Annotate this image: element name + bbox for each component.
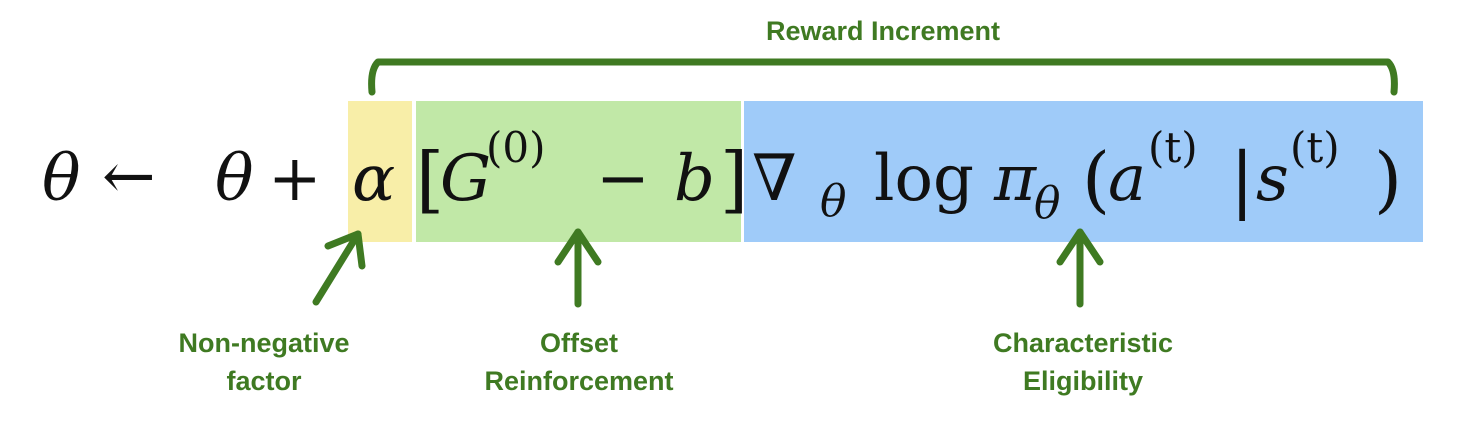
- paren-open: (: [1082, 137, 1110, 221]
- offset-highlight-box: [416, 101, 741, 242]
- eligibility-arrow: [1056, 228, 1104, 308]
- pi-symbol: π: [993, 142, 1037, 216]
- alpha-symbol: α: [352, 142, 395, 216]
- reward-increment-label: Reward Increment: [766, 16, 1000, 46]
- plus-sign: +: [268, 142, 322, 216]
- a-symbol: a: [1108, 142, 1146, 216]
- offset-arrow: [554, 228, 602, 308]
- bracket-close: ]: [720, 137, 748, 221]
- update-arrow: ←: [102, 140, 156, 214]
- nabla-subscript: θ: [820, 176, 847, 227]
- equation: θ ← θ + α [ G (0) − b ] ∇ θ log π θ ( a …: [42, 123, 1402, 229]
- nabla-symbol: ∇: [752, 142, 797, 216]
- alpha-annotation-line1: Non-negative: [178, 328, 349, 358]
- s-superscript: (t): [1290, 123, 1340, 172]
- alpha-highlight-box: [348, 101, 412, 242]
- pi-subscript: θ: [1034, 178, 1061, 229]
- theta-right: θ: [215, 142, 254, 216]
- a-superscript: (t): [1148, 123, 1198, 172]
- b-symbol: b: [674, 142, 715, 216]
- conditional-bar: |: [1230, 137, 1254, 221]
- eligibility-annotation-line1: Characteristic: [993, 328, 1173, 358]
- G-symbol: G: [440, 142, 491, 216]
- reward-increment-brace: [368, 58, 1398, 96]
- log-function: log: [874, 142, 974, 216]
- offset-annotation-line2: Reinforcement: [484, 366, 673, 396]
- eligibility-annotation-line2: Eligibility: [1023, 366, 1143, 396]
- G-superscript: (0): [486, 123, 546, 172]
- theta-left: θ: [42, 142, 81, 216]
- bracket-open: [: [416, 137, 444, 221]
- eligibility-highlight-box: [744, 101, 1423, 242]
- paren-close: ): [1374, 137, 1402, 221]
- alpha-arrow: [312, 230, 366, 306]
- alpha-annotation-line2: factor: [226, 366, 302, 396]
- offset-annotation-line1: Offset: [540, 328, 618, 358]
- s-symbol: s: [1256, 142, 1289, 216]
- minus-sign: −: [596, 142, 650, 216]
